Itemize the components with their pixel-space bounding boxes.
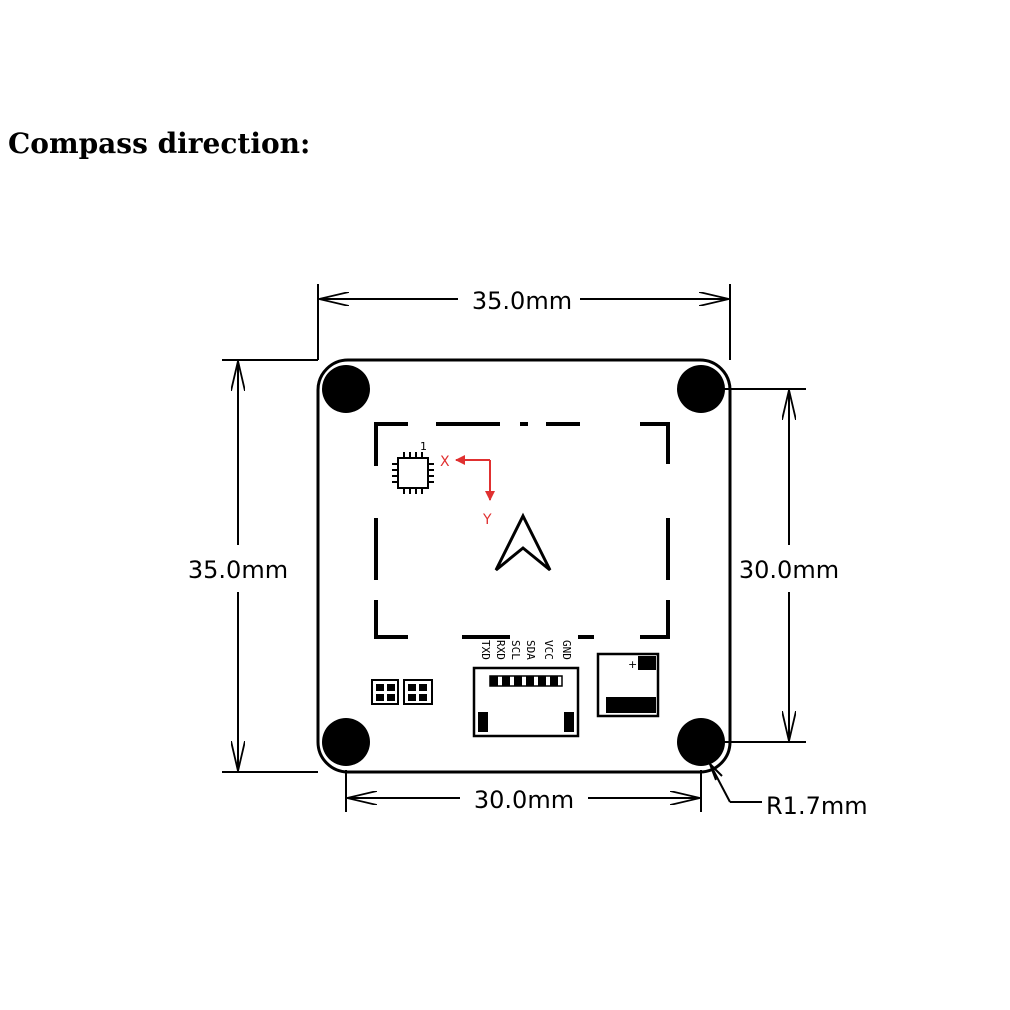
chip-pin1-marker: 1 xyxy=(420,440,427,453)
pin-label-gnd: GND xyxy=(560,640,573,660)
pin-label-txd: TXD xyxy=(479,640,492,660)
corner-radius-label: R1.7mm xyxy=(766,792,868,820)
battery-component: + xyxy=(596,652,660,718)
pin-label-scl: SCL xyxy=(509,640,522,660)
dimension-bottom-hole-spacing: 30.0mm xyxy=(345,770,702,814)
dimension-top-width: 35.0mm xyxy=(317,284,731,360)
dimension-right-hole-spacing-label: 30.0mm xyxy=(739,556,839,584)
pin-label-vcc: VCC xyxy=(542,640,555,660)
compass-chip: 1 xyxy=(392,440,434,494)
smd-pads xyxy=(371,679,433,705)
page-heading: Compass direction: xyxy=(8,127,311,160)
corner-radius-callout: R1.7mm xyxy=(709,763,868,820)
pin-label-rxd: RXD xyxy=(494,640,507,660)
mounting-hole-top-left xyxy=(322,365,370,413)
dimension-top-width-label: 35.0mm xyxy=(472,287,572,315)
dimension-left-height-label: 35.0mm xyxy=(188,556,288,584)
sensor-area-outline xyxy=(374,422,670,639)
mounting-hole-top-right xyxy=(677,365,725,413)
axis-indicator: X Y xyxy=(440,454,495,528)
board-outline xyxy=(316,358,732,774)
pin-label-sda: SDA xyxy=(524,640,537,660)
mounting-hole-bottom-right xyxy=(677,718,725,766)
dimension-left-height: 35.0mm xyxy=(188,359,318,773)
connector-pin-labels: GND VCC SDA SCL RXD TXD xyxy=(479,640,573,660)
direction-arrow-icon xyxy=(494,512,552,572)
axis-x-label: X xyxy=(440,454,450,470)
dimension-right-hole-spacing: 30.0mm xyxy=(722,388,839,743)
axis-y-label: Y xyxy=(482,512,492,528)
dimension-bottom-hole-spacing-label: 30.0mm xyxy=(474,786,574,814)
connector xyxy=(472,666,580,738)
battery-plus-marker: + xyxy=(628,658,637,671)
mounting-hole-bottom-left xyxy=(322,718,370,766)
